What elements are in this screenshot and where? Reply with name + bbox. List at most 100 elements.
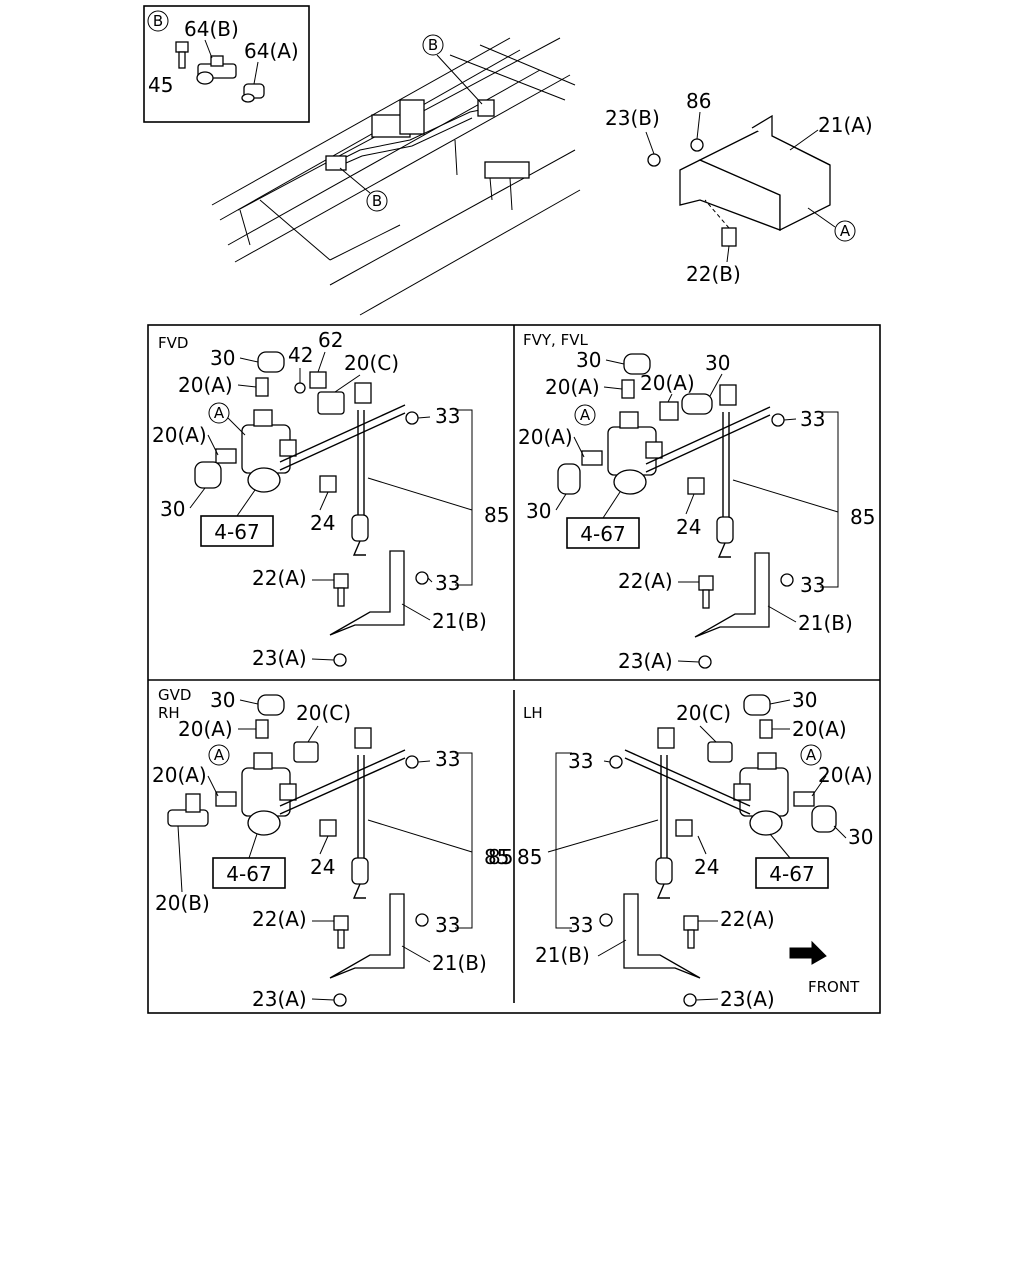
label-42: 42 (288, 343, 313, 367)
chassis-callout-b-1-text: B (428, 36, 438, 54)
panel-fvd: FVD 30 42 62 20(A) 20(C) 20(A) 30 33 85 … (152, 328, 509, 670)
label-33-2: 33 (568, 913, 593, 937)
label-30: 30 (576, 348, 601, 372)
label-30-3: 30 (526, 499, 551, 523)
panel-fvy-marker-circle (574, 404, 596, 426)
connector-20a-2 (215, 791, 237, 807)
label-22a: 22(A) (618, 569, 673, 593)
rod-end-top (657, 727, 675, 749)
elbow-30 (743, 694, 771, 716)
chassis-callout-b-1 (422, 34, 444, 56)
tee-20b (167, 793, 209, 827)
label-22a: 22(A) (720, 907, 775, 931)
label-20a: 20(A) (545, 375, 600, 399)
rod-end-top (354, 382, 372, 404)
label-24: 24 (310, 855, 335, 879)
bolt-22a (683, 915, 699, 931)
load-sensing-valve (241, 409, 297, 493)
elbow-30-3 (557, 463, 581, 495)
label-33: 33 (800, 407, 825, 431)
bolt-22b (721, 227, 737, 247)
chassis-frame-drawing: B B (211, 34, 581, 316)
label-33: 33 (435, 747, 460, 771)
panel-lh-title: LH (523, 704, 543, 722)
nut-23a (333, 653, 347, 667)
label-20a-3: 20(A) (518, 425, 573, 449)
label-30-2: 30 (848, 825, 873, 849)
bolt-24 (687, 477, 705, 495)
label-23a: 23(A) (618, 649, 673, 673)
label-64a: 64(A) (244, 39, 299, 63)
label-85-left-edge: 85 (488, 845, 513, 869)
label-33-2: 33 (435, 571, 460, 595)
nut-62 (309, 371, 327, 389)
lever-arm (645, 406, 771, 465)
label-21b: 21(B) (432, 609, 487, 633)
panel-fvd-marker-circle (208, 402, 230, 424)
bracket-21b (329, 550, 405, 636)
bolt-24 (319, 475, 337, 493)
label-23b: 23(B) (605, 106, 660, 130)
nut-33 (609, 755, 623, 769)
panel-gvd-subtitle: RH (158, 704, 180, 722)
label-24: 24 (676, 515, 701, 539)
elbow-30-2 (194, 461, 222, 489)
front-label: FRONT (808, 978, 860, 996)
label-23a: 23(A) (720, 987, 775, 1011)
chassis-fitting (325, 155, 347, 171)
bolt-22a (333, 573, 349, 589)
label-20c: 20(C) (344, 351, 399, 375)
bolt-45 (175, 41, 189, 69)
label-85: 85 (484, 845, 509, 869)
rod-end-top (719, 384, 737, 406)
lever-arm (279, 749, 406, 807)
inset-b-marker-circle (147, 10, 169, 32)
inset-b: B 64(B) 64(A) 45 (143, 5, 310, 123)
label-20a-2: 20(A) (818, 763, 873, 787)
label-33-2: 33 (800, 573, 825, 597)
panel-lh-marker: A (806, 746, 817, 764)
nut-33 (771, 413, 785, 427)
nut-33-2 (415, 913, 429, 927)
nut-86 (690, 138, 704, 152)
label-21b: 21(B) (535, 943, 590, 967)
panel-fvd-marker: A (214, 404, 225, 422)
label-24: 24 (310, 511, 335, 535)
bracket-marker: A (840, 222, 851, 240)
load-sensing-valve (241, 752, 297, 836)
label-20a: 20(A) (178, 717, 233, 741)
label-62: 62 (318, 328, 343, 352)
connector-20c (317, 391, 345, 415)
bracket-21a-flange (751, 114, 831, 166)
label-33: 33 (435, 404, 460, 428)
ref-box-text: 4-67 (769, 862, 814, 886)
connector-20a (255, 377, 269, 397)
connector-20c (707, 741, 733, 763)
label-85: 85 (484, 503, 509, 527)
connector-20a-2 (215, 448, 237, 464)
label-22a: 22(A) (252, 566, 307, 590)
label-30-2: 30 (160, 497, 185, 521)
label-22a: 22(A) (252, 907, 307, 931)
inset-b-marker: B (153, 12, 163, 30)
nut-33 (405, 411, 419, 425)
ref-box-text: 4-67 (226, 862, 271, 886)
connector-20a (759, 719, 773, 739)
label-86: 86 (686, 89, 711, 113)
connector-20a-2 (793, 791, 815, 807)
panel-gvd-title: GVD (158, 686, 191, 704)
label-20b: 20(B) (155, 891, 210, 915)
label-85: 85 (850, 505, 875, 529)
front-direction-arrow-icon (789, 940, 827, 965)
panel-fvy-fvl: FVY, FVL 30 30 20(A) 20(A) 20(A) 30 33 8… (518, 331, 875, 673)
nut-33 (405, 755, 419, 769)
label-64b: 64(B) (184, 17, 239, 41)
chassis-bracket (484, 161, 530, 179)
label-21a: 21(A) (818, 113, 873, 137)
bolt-24 (319, 819, 337, 837)
bracket-21b (329, 893, 405, 979)
chassis-callout-b-2-text: B (372, 192, 382, 210)
label-30: 30 (210, 346, 235, 370)
connector-20a-2 (659, 401, 679, 421)
label-20a: 20(A) (792, 717, 847, 741)
